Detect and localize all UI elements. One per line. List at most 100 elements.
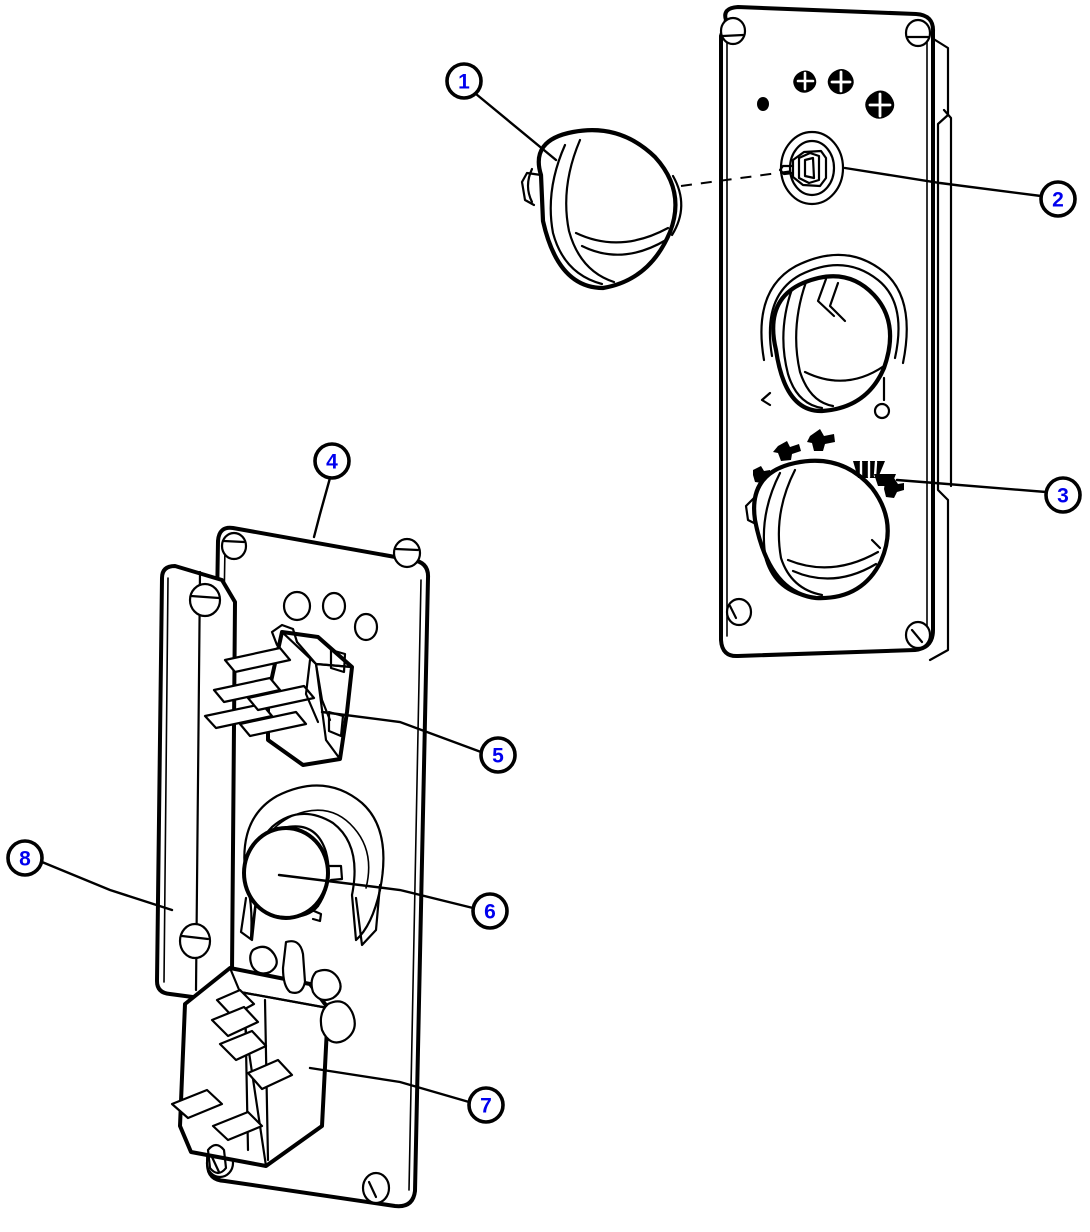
leader-4	[312, 476, 332, 539]
switch-5-right-face	[314, 662, 354, 761]
mounted-temperature-knob[interactable]	[744, 458, 890, 601]
leader-2	[843, 166, 1043, 198]
blower-motor-switch[interactable]	[170, 940, 356, 1175]
fastener-hole-top-right	[904, 18, 932, 48]
callout-3-circle[interactable]	[1044, 476, 1082, 514]
switch-5-terminals	[203, 646, 316, 738]
switch-5-tab-1	[329, 648, 347, 674]
switch-shaft-tip	[778, 164, 795, 176]
callout-7[interactable]: 7	[467, 1086, 505, 1124]
terminal-5-1	[223, 646, 292, 674]
callout-8-circle[interactable]	[6, 839, 44, 877]
mounted-mode-knob[interactable]	[760, 253, 908, 420]
callout-7-circle[interactable]	[467, 1086, 505, 1124]
callout-6[interactable]: 6	[471, 892, 509, 930]
callout-6-label: 6	[484, 901, 496, 924]
terminal-7-4	[246, 1058, 294, 1091]
switch-5-actuator-edge	[304, 658, 320, 724]
fastener-hole-bottom-right-slot	[910, 628, 924, 644]
callout-bubbles: 1 2 3 4 5 6 7 8	[6, 62, 1082, 1124]
switch-7-tab-3	[310, 968, 342, 1002]
terminal-5-5	[238, 710, 308, 738]
knob-1-sweep-1	[574, 226, 670, 244]
callout-1-circle[interactable]	[445, 62, 483, 100]
terminal-5-4	[246, 684, 316, 712]
knob-1-rim-right	[670, 174, 683, 237]
leader-3	[895, 478, 1048, 494]
callout-2-circle[interactable]	[1039, 180, 1077, 218]
plate-hole-top-right-slot	[394, 547, 420, 552]
bracket-hole-top-slot	[189, 594, 221, 600]
switch-shaft-body	[791, 149, 828, 188]
decal-symbol-2	[807, 429, 835, 451]
callout-6-circle[interactable]	[471, 892, 509, 930]
panel-depth-fold	[942, 108, 953, 488]
terminal-7-5	[170, 1088, 224, 1120]
terminal-5-2	[212, 676, 282, 704]
front-control-panel	[719, 5, 953, 662]
knob-1-face-1	[549, 143, 604, 286]
terminal-7-2	[210, 1005, 260, 1038]
plate-hole-top-right	[392, 537, 422, 569]
plate-vent-hole-1	[282, 590, 312, 622]
callout-leader-lines	[40, 92, 1048, 1104]
callout-3-label: 3	[1057, 485, 1069, 508]
mode-knob-pointer-left	[760, 391, 772, 407]
switch-7-right-face	[238, 990, 330, 1168]
panel-indicator-marks	[757, 69, 895, 119]
plate-hole-bottom-left-slot	[210, 1155, 221, 1174]
mode-knob-pointer-dot	[873, 402, 891, 420]
callout-8[interactable]: 8	[6, 839, 44, 877]
fastener-hole-top-left-slot	[721, 33, 745, 38]
switch-7-tab-4	[319, 1000, 356, 1044]
air-distribution-decal	[753, 429, 904, 498]
indicator-dot-small	[757, 97, 769, 111]
terminal-7-6	[211, 1110, 264, 1142]
switch-7-bottom-tab	[206, 1143, 228, 1175]
fan-speed-control-knob[interactable]	[520, 128, 683, 291]
blower-switch-shaft[interactable]	[778, 130, 845, 206]
mode-knob-sweep	[803, 364, 886, 382]
callout-1[interactable]: 1	[445, 62, 483, 100]
callout-5[interactable]: 5	[479, 736, 517, 774]
mode-knob-collar	[760, 253, 908, 365]
mode-knob-ridge-2	[828, 281, 847, 323]
plate-hole-top-left	[220, 531, 248, 561]
temperature-control-knob[interactable]	[239, 784, 385, 947]
bracket-fold-line	[194, 570, 202, 992]
fastener-hole-bottom-left-slot	[728, 604, 738, 620]
terminal-5-3	[203, 702, 274, 730]
switch-bezel-inner	[788, 139, 836, 197]
switch-shaft-detail-2	[803, 156, 816, 180]
terminal-7-1	[215, 988, 256, 1018]
callout-5-circle[interactable]	[479, 736, 517, 774]
mode-knob-ridge-1	[816, 277, 836, 318]
callout-4[interactable]: 4	[313, 442, 351, 480]
knob-6-shaft-body	[242, 826, 330, 920]
bracket-hole-bottom	[178, 922, 212, 960]
mode-knob-face-1	[782, 287, 824, 410]
callout-5-label: 5	[492, 745, 504, 768]
heater-control-switch[interactable]	[203, 623, 354, 767]
decal-symbol-3-lines	[859, 460, 878, 479]
knob-1-collar-left	[520, 171, 543, 207]
panel-face	[719, 5, 936, 659]
callout-8-label: 8	[19, 848, 31, 871]
fastener-hole-top-left	[719, 16, 747, 46]
callout-3[interactable]: 3	[1044, 476, 1082, 514]
leader-6	[277, 873, 475, 910]
knob-1-collar-detail	[526, 167, 534, 204]
decal-symbol-1	[773, 441, 801, 461]
mode-knob-face-2	[795, 280, 835, 408]
decal-symbol-5	[884, 478, 904, 498]
leader-1	[474, 92, 558, 162]
plate-hole-bottom-right	[361, 1171, 391, 1205]
callout-4-circle[interactable]	[313, 442, 351, 480]
knob-6-detent-right	[328, 864, 344, 882]
rear-plate-inner-right	[408, 579, 422, 1191]
callout-2[interactable]: 2	[1039, 180, 1077, 218]
switch-7-tab-1	[249, 945, 278, 975]
mode-knob-body	[771, 274, 893, 414]
